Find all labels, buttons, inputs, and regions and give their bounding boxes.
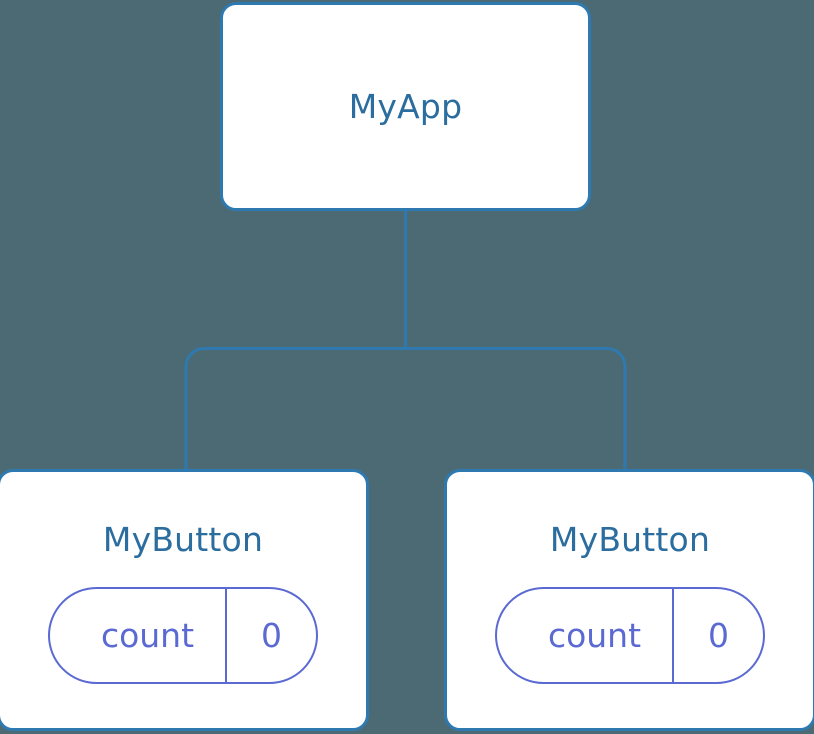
- property-key: count: [100, 616, 195, 655]
- tree-node-title: MyApp: [348, 87, 463, 126]
- tree-node-title: MyButton: [549, 520, 711, 559]
- tree-node-mybutton-1[interactable]: MyButton count 0: [444, 469, 814, 731]
- tree-node-myapp[interactable]: MyApp: [220, 2, 591, 211]
- property-value: 0: [672, 589, 763, 682]
- property-key: count: [547, 616, 642, 655]
- property-badge-count[interactable]: count 0: [495, 587, 765, 684]
- tree-node-title: MyButton: [102, 520, 264, 559]
- connector-branch-left: [184, 347, 406, 470]
- property-badge-count[interactable]: count 0: [48, 587, 318, 684]
- connector-branch-right: [405, 347, 627, 470]
- tree-node-mybutton-0[interactable]: MyButton count 0: [0, 469, 369, 731]
- property-value: 0: [225, 589, 316, 682]
